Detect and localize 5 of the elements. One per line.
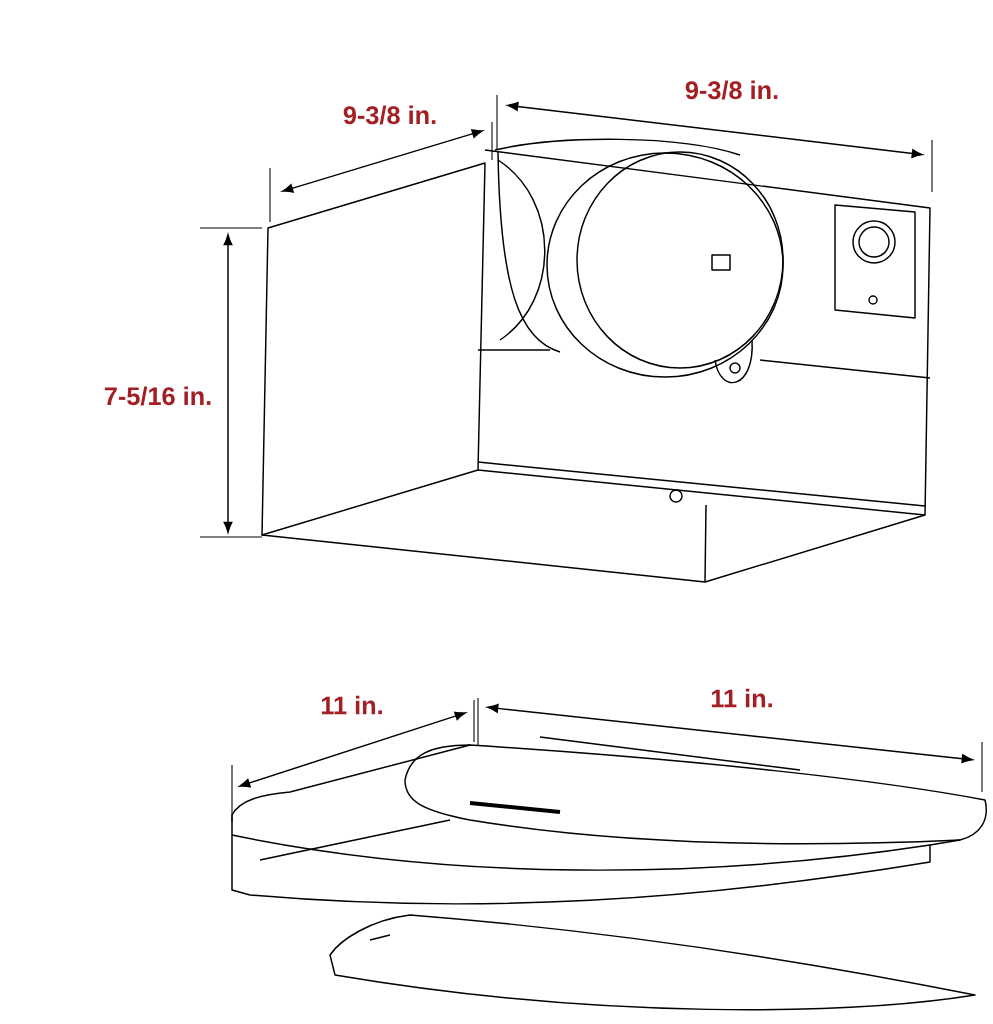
dimension-label: 11 in. [711,688,772,708]
dimension-label: 11 in. [321,695,382,715]
dimension-label: 9-3/8 in. [343,105,436,125]
dimension-label: 9-3/8 in. [685,80,778,100]
dimension-label: 7-5/16 in. [104,386,211,406]
